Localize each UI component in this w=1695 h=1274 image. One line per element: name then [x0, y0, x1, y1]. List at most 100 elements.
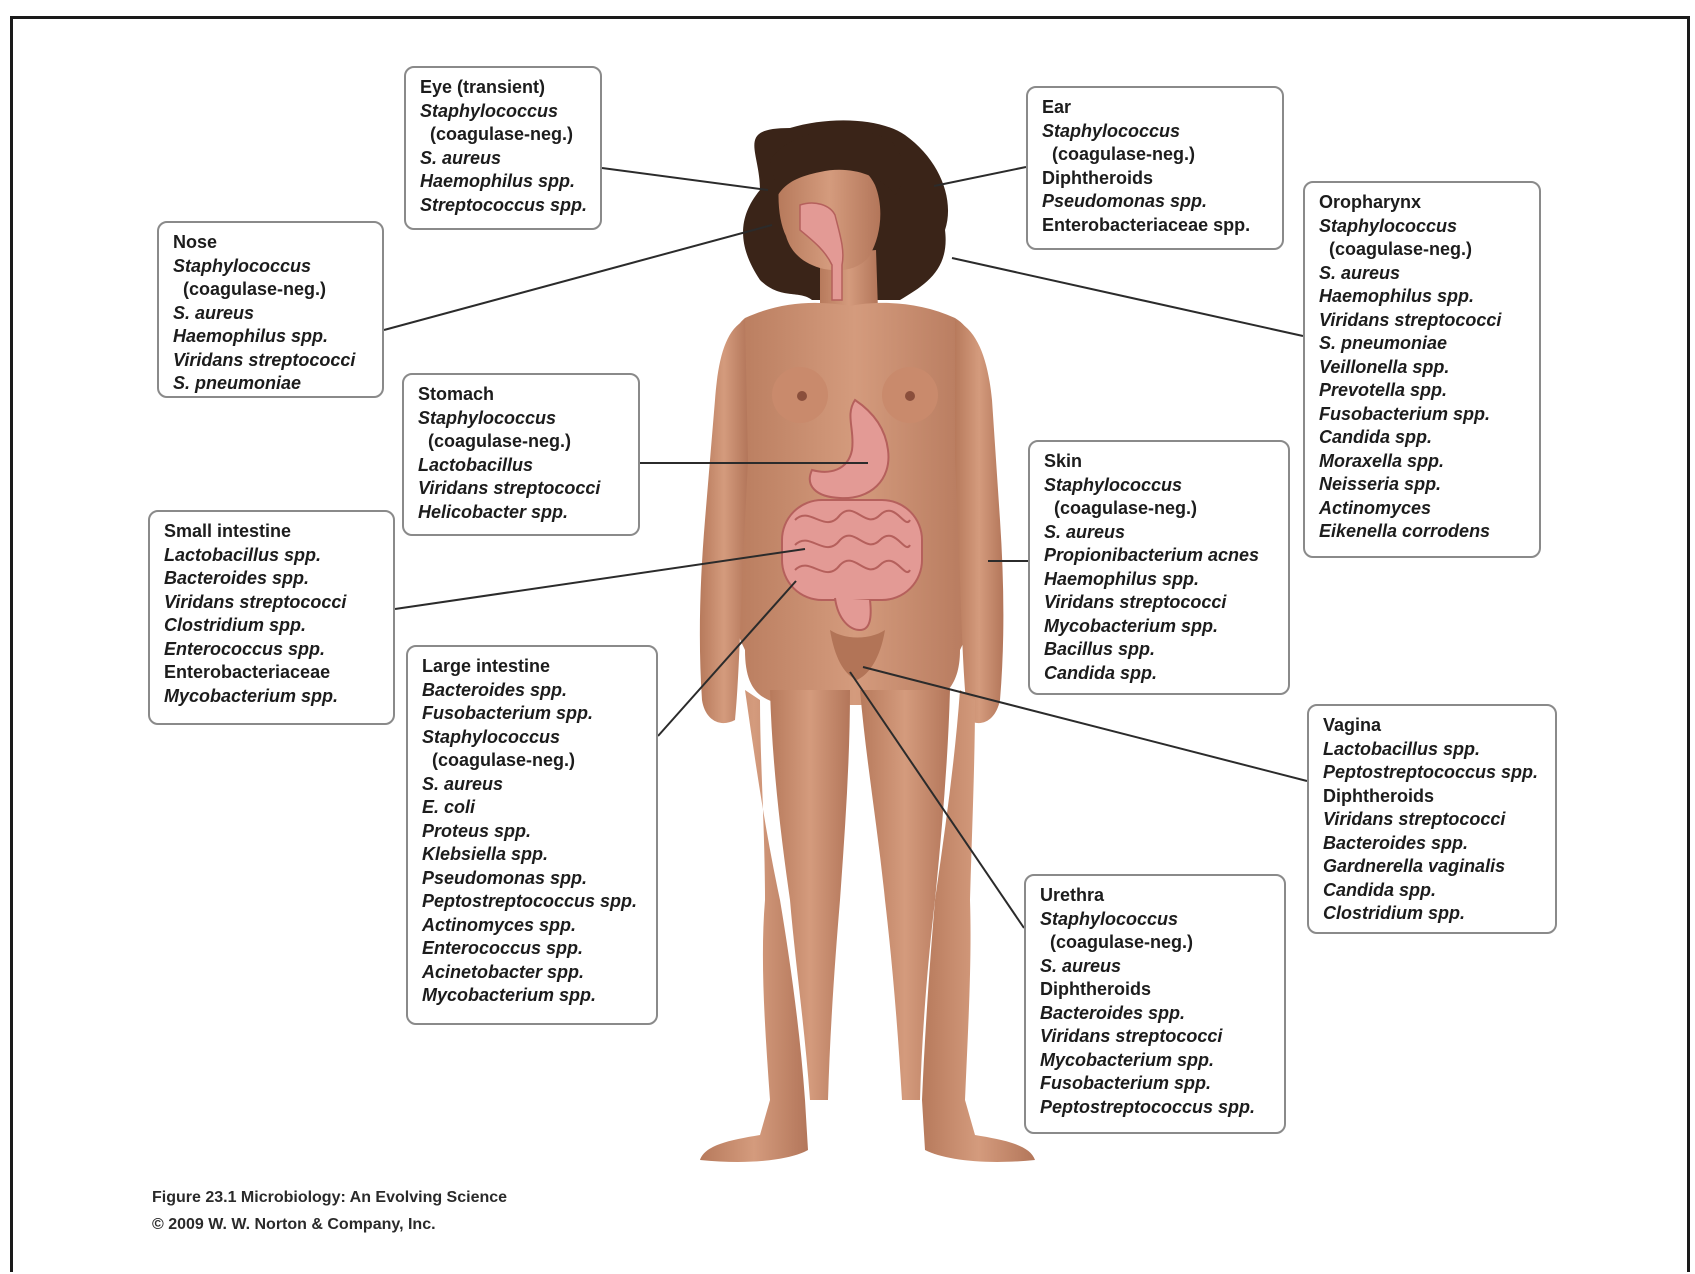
panel-title: Small intestine — [164, 520, 383, 544]
organism-entry: Peptostreptococcus spp. — [422, 890, 646, 914]
organism-entry: Lactobacillus spp. — [164, 544, 383, 568]
organism-entry: Staphylococcus — [1319, 215, 1529, 239]
organism-entry: Bacteroides spp. — [1323, 832, 1545, 856]
organism-entry: E. coli — [422, 796, 646, 820]
organism-entry: Lactobacillus — [418, 454, 628, 478]
organism-entry: Neisseria spp. — [1319, 473, 1529, 497]
nipple-left — [797, 391, 807, 401]
organism-entry: Staphylococcus — [1040, 908, 1274, 932]
organism-entry: Diphtheroids — [1040, 978, 1274, 1002]
panel-title: Oropharynx — [1319, 191, 1529, 215]
organism-entry: S. pneumoniae — [173, 372, 372, 396]
panel-vagina: VaginaLactobacillus spp.Peptostreptococc… — [1307, 704, 1557, 934]
organism-entry: Diphtheroids — [1323, 785, 1545, 809]
organism-entry: Actinomyces spp. — [422, 914, 646, 938]
panel-eye: Eye (transient)Staphylococcus(coagulase-… — [404, 66, 602, 230]
organism-entry: Viridans streptococci — [1323, 808, 1545, 832]
organism-entry: Peptostreptococcus spp. — [1323, 761, 1545, 785]
leader-nose — [384, 225, 772, 330]
organism-entry: Propionibacterium acnes — [1044, 544, 1278, 568]
organism-entry: Haemophilus spp. — [420, 170, 590, 194]
organism-entry: (coagulase-neg.) — [418, 430, 628, 454]
organism-entry: Mycobacterium spp. — [422, 984, 646, 1008]
organism-entry: Enterobacteriaceae spp. — [1042, 214, 1272, 238]
organism-entry: Pseudomonas spp. — [422, 867, 646, 891]
organism-entry: Viridans streptococci — [1319, 309, 1529, 333]
organism-entry: (coagulase-neg.) — [1044, 497, 1278, 521]
leader-eye — [602, 168, 768, 190]
organism-entry: Staphylococcus — [418, 407, 628, 431]
organism-entry: Staphylococcus — [420, 100, 590, 124]
organism-entry: (coagulase-neg.) — [422, 749, 646, 773]
organism-entry: Actinomyces — [1319, 497, 1529, 521]
organism-entry: Pseudomonas spp. — [1042, 190, 1272, 214]
organism-entry: Enterobacteriaceae — [164, 661, 383, 685]
organism-entry: S. aureus — [173, 302, 372, 326]
human-figure — [700, 120, 1035, 1162]
organism-entry: S. aureus — [1044, 521, 1278, 545]
panel-ear: EarStaphylococcus(coagulase-neg.)Diphthe… — [1026, 86, 1284, 250]
organism-entry: Clostridium spp. — [1323, 902, 1545, 926]
organism-entry: Klebsiella spp. — [422, 843, 646, 867]
organism-entry: Helicobacter spp. — [418, 501, 628, 525]
organism-entry: Fusobacterium spp. — [1319, 403, 1529, 427]
panel-title: Eye (transient) — [420, 76, 590, 100]
organism-entry: Fusobacterium spp. — [422, 702, 646, 726]
panel-title: Stomach — [418, 383, 628, 407]
organism-entry: Gardnerella vaginalis — [1323, 855, 1545, 879]
organism-entry: Viridans streptococci — [1044, 591, 1278, 615]
organism-entry: Enterococcus spp. — [422, 937, 646, 961]
panel-large-intestine: Large intestineBacteroides spp.Fusobacte… — [406, 645, 658, 1025]
organism-entry: Bacteroides spp. — [422, 679, 646, 703]
organism-entry: S. pneumoniae — [1319, 332, 1529, 356]
organism-entry: Prevotella spp. — [1319, 379, 1529, 403]
organism-entry: Acinetobacter spp. — [422, 961, 646, 985]
panel-oropharynx: OropharynxStaphylococcus(coagulase-neg.)… — [1303, 181, 1541, 558]
organism-entry: Lactobacillus spp. — [1323, 738, 1545, 762]
organism-entry: (coagulase-neg.) — [173, 278, 372, 302]
caption-line-2: © 2009 W. W. Norton & Company, Inc. — [152, 1211, 507, 1238]
organism-entry: S. aureus — [1319, 262, 1529, 286]
organism-entry: Peptostreptococcus spp. — [1040, 1096, 1274, 1120]
organism-entry: Haemophilus spp. — [1319, 285, 1529, 309]
panel-urethra: UrethraStaphylococcus(coagulase-neg.)S. … — [1024, 874, 1286, 1134]
organism-entry: Staphylococcus — [1044, 474, 1278, 498]
organism-entry: Viridans streptococci — [164, 591, 383, 615]
organism-entry: Diphtheroids — [1042, 167, 1272, 191]
panel-title: Ear — [1042, 96, 1272, 120]
organism-entry: Viridans streptococci — [1040, 1025, 1274, 1049]
organism-entry: Staphylococcus — [422, 726, 646, 750]
organism-entry: Streptococcus spp. — [420, 194, 590, 218]
organism-entry: Mycobacterium spp. — [1040, 1049, 1274, 1073]
right-arm — [955, 320, 1003, 723]
organism-entry: Fusobacterium spp. — [1040, 1072, 1274, 1096]
organism-entry: Enterococcus spp. — [164, 638, 383, 662]
organism-entry: (coagulase-neg.) — [420, 123, 590, 147]
organism-entry: (coagulase-neg.) — [1040, 931, 1274, 955]
organism-entry: Mycobacterium spp. — [1044, 615, 1278, 639]
organism-entry: Bacillus spp. — [1044, 638, 1278, 662]
panel-title: Large intestine — [422, 655, 646, 679]
organism-entry: Candida spp. — [1044, 662, 1278, 686]
leader-ear — [934, 167, 1026, 186]
organism-entry: S. aureus — [420, 147, 590, 171]
organism-entry: (coagulase-neg.) — [1042, 143, 1272, 167]
organism-entry: Haemophilus spp. — [1044, 568, 1278, 592]
organism-entry: S. aureus — [1040, 955, 1274, 979]
organism-entry: (coagulase-neg.) — [1319, 238, 1529, 262]
organism-entry: Mycobacterium spp. — [164, 685, 383, 709]
organism-entry: Eikenella corrodens — [1319, 520, 1529, 544]
leader-oropharynx — [952, 258, 1303, 336]
organism-entry: Viridans streptococci — [173, 349, 372, 373]
figure-caption: Figure 23.1 Microbiology: An Evolving Sc… — [152, 1184, 507, 1238]
panel-small-intestine: Small intestineLactobacillus spp.Bactero… — [148, 510, 395, 725]
organism-entry: Veillonella spp. — [1319, 356, 1529, 380]
organism-entry: Candida spp. — [1323, 879, 1545, 903]
organism-entry: Candida spp. — [1319, 426, 1529, 450]
organism-entry: Bacteroides spp. — [1040, 1002, 1274, 1026]
organism-entry: Staphylococcus — [1042, 120, 1272, 144]
organism-entry: Staphylococcus — [173, 255, 372, 279]
panel-skin: SkinStaphylococcus(coagulase-neg.)S. aur… — [1028, 440, 1290, 695]
panel-nose: NoseStaphylococcus(coagulase-neg.)S. aur… — [157, 221, 384, 398]
